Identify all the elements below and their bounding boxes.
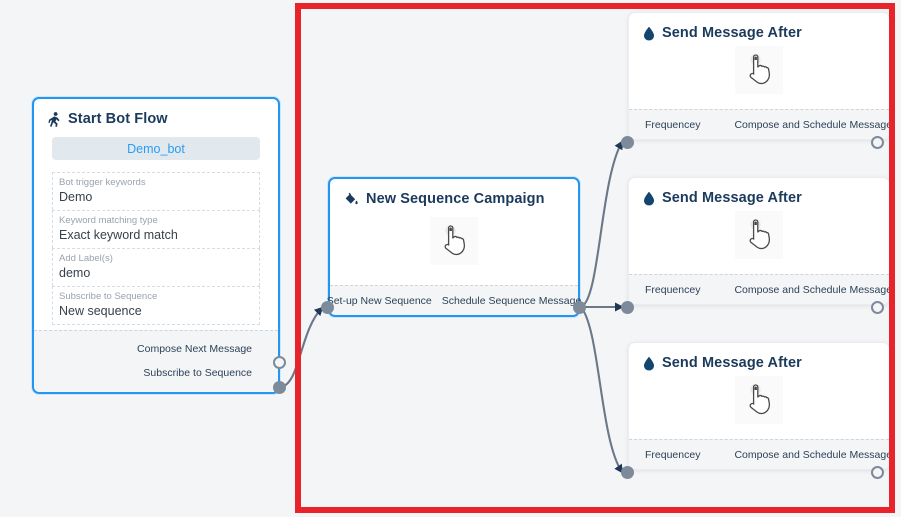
new-sequence-campaign-body: New Sequence Campaign	[330, 179, 578, 275]
send-message-after-1-content	[643, 41, 875, 99]
send-message-after-1-title: Send Message After	[662, 25, 802, 41]
input-label-frequencey: Frequencey	[645, 448, 701, 461]
port-compose-next-message[interactable]	[273, 356, 286, 369]
droplet-icon	[643, 191, 655, 206]
field-value: Demo	[59, 190, 93, 204]
port-frequencey-3[interactable]	[621, 466, 634, 479]
running-person-icon	[48, 111, 61, 127]
wire-campaign-to-card1	[580, 140, 623, 308]
pointing-hand-cursor-icon	[735, 46, 783, 94]
pointing-hand-cursor-icon	[735, 376, 783, 424]
output-label-schedule-sequence-message: Schedule Sequence Message	[441, 294, 582, 307]
send-message-after-2-body: Send Message After	[629, 178, 889, 264]
send-message-after-2-title: Send Message After	[662, 190, 802, 206]
port-frequencey-2[interactable]	[621, 301, 634, 314]
send-message-after-1-header: Send Message After	[643, 25, 875, 41]
start-bot-flow-title: Start Bot Flow	[68, 111, 168, 127]
output-subscribe-to-sequence[interactable]: Subscribe to Sequence	[34, 361, 252, 385]
node-send-message-after-2[interactable]: Send Message After Frequencey Compose an…	[628, 177, 893, 305]
send-message-after-3-title: Send Message After	[662, 355, 802, 371]
paint-bucket-icon	[344, 192, 359, 206]
output-label-compose-and-schedule-message: Compose and Schedule Message	[734, 118, 893, 131]
send-message-after-2-ports: Frequencey Compose and Schedule Message	[629, 274, 893, 304]
node-send-message-after-3[interactable]: Send Message After Frequencey Compose an…	[628, 342, 893, 470]
node-new-sequence-campaign[interactable]: New Sequence Campaign Set-up New Sequenc…	[326, 177, 581, 317]
field-keyword-matching-type[interactable]: Keyword matching type Exact keyword matc…	[52, 210, 260, 248]
field-label: Subscribe to Sequence	[59, 291, 158, 302]
send-message-after-1-body: Send Message After	[629, 13, 889, 99]
field-add-labels[interactable]: Add Label(s) demo	[52, 248, 260, 286]
output-label-compose-and-schedule-message: Compose and Schedule Message	[734, 283, 893, 296]
send-message-after-3-header: Send Message After	[643, 355, 875, 371]
bot-selector-value: Demo_bot	[127, 141, 185, 156]
output-label: Subscribe to Sequence	[143, 367, 252, 379]
send-message-after-3-body: Send Message After	[629, 343, 889, 429]
droplet-icon	[643, 26, 655, 41]
input-label-frequencey: Frequencey	[645, 118, 701, 131]
field-label: Add Label(s)	[59, 253, 113, 264]
start-bot-flow-outputs: Compose Next Message Subscribe to Sequen…	[34, 330, 278, 392]
bot-selector-pill[interactable]: Demo_bot	[52, 137, 260, 160]
field-subscribe-to-sequence[interactable]: Subscribe to Sequence New sequence	[52, 286, 260, 325]
output-compose-next-message[interactable]: Compose Next Message	[34, 337, 252, 361]
port-frequencey-1[interactable]	[621, 136, 634, 149]
new-sequence-campaign-header: New Sequence Campaign	[344, 191, 564, 207]
input-label-frequencey: Frequencey	[645, 283, 701, 296]
wire-campaign-to-card3	[580, 306, 624, 474]
new-sequence-campaign-content	[344, 207, 564, 275]
port-compose-and-schedule-message-3[interactable]	[871, 466, 884, 479]
send-message-after-3-ports: Frequencey Compose and Schedule Message	[629, 439, 893, 469]
new-sequence-campaign-ports: Set-up New Sequence Schedule Sequence Me…	[326, 285, 581, 315]
port-set-up-new-sequence[interactable]	[321, 301, 334, 314]
wire-start-to-campaign	[280, 306, 324, 389]
node-send-message-after-1[interactable]: Send Message After Frequencey Compose an…	[628, 12, 893, 140]
field-label: Keyword matching type	[59, 215, 158, 226]
input-label-set-up-new-sequence: Set-up New Sequence	[326, 294, 432, 307]
field-value: demo	[59, 266, 91, 280]
pointing-hand-cursor-icon	[430, 217, 478, 265]
send-message-after-3-content	[643, 371, 875, 429]
pointing-hand-cursor-icon	[735, 211, 783, 259]
node-start-bot-flow[interactable]: Start Bot Flow Demo_bot Bot trigger keyw…	[32, 97, 280, 394]
start-bot-flow-header: Start Bot Flow	[48, 111, 264, 127]
port-compose-and-schedule-message-2[interactable]	[871, 301, 884, 314]
field-value: New sequence	[59, 304, 142, 318]
start-bot-flow-fields: Bot trigger keywords Demo Keyword matchi…	[52, 172, 260, 325]
send-message-after-2-content	[643, 206, 875, 264]
field-label: Bot trigger keywords	[59, 177, 146, 188]
port-schedule-sequence-message[interactable]	[573, 301, 586, 314]
output-label: Compose Next Message	[137, 343, 252, 355]
new-sequence-campaign-title: New Sequence Campaign	[366, 191, 545, 207]
start-bot-flow-body: Start Bot Flow Demo_bot Bot trigger keyw…	[34, 99, 278, 325]
output-label-compose-and-schedule-message: Compose and Schedule Message	[734, 448, 893, 461]
field-value: Exact keyword match	[59, 228, 178, 242]
port-subscribe-to-sequence[interactable]	[273, 381, 286, 394]
field-bot-trigger-keywords[interactable]: Bot trigger keywords Demo	[52, 172, 260, 210]
send-message-after-2-header: Send Message After	[643, 190, 875, 206]
port-compose-and-schedule-message-1[interactable]	[871, 136, 884, 149]
send-message-after-1-ports: Frequencey Compose and Schedule Message	[629, 109, 893, 139]
droplet-icon	[643, 356, 655, 371]
